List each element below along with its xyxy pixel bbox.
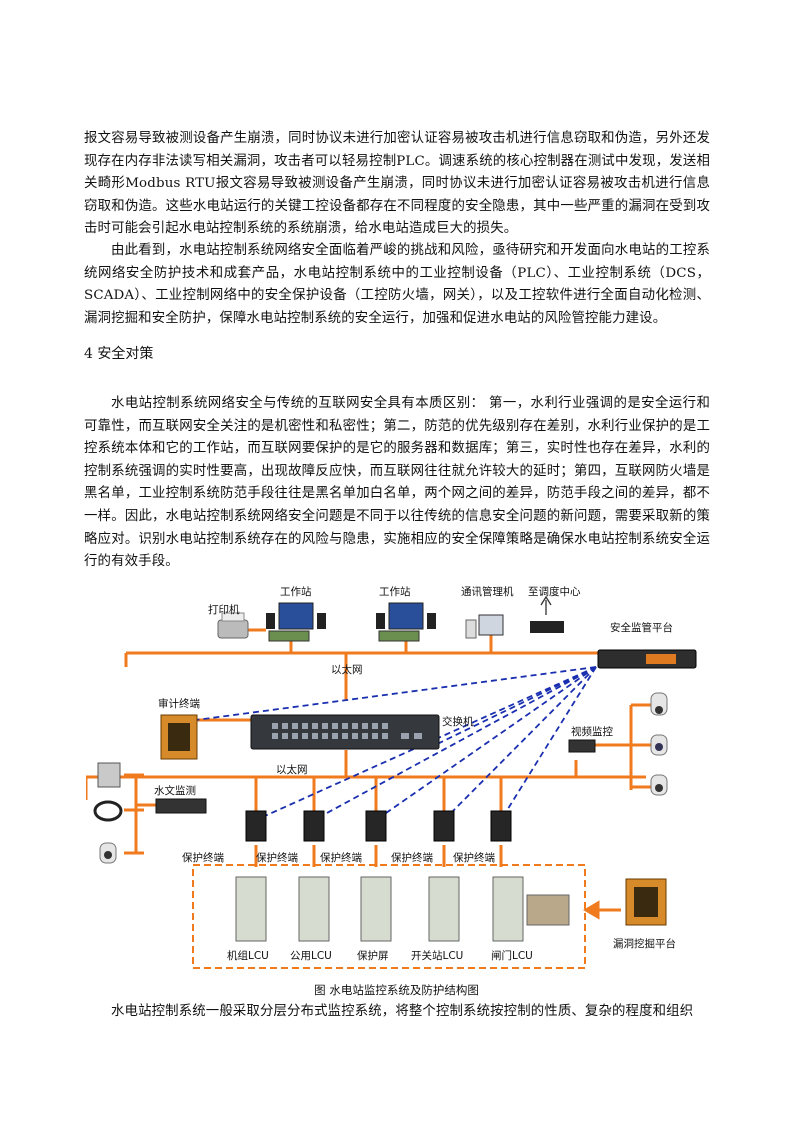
hydro-sensor-icon — [93, 800, 123, 822]
vuln-platform-icon — [625, 878, 667, 926]
label-video-monitor: 视频监控 — [571, 725, 613, 738]
cabinet-icon — [235, 876, 267, 942]
protect-terminal-icon — [365, 810, 387, 842]
protect-terminal-icon — [303, 810, 325, 842]
camera-icon — [650, 774, 668, 796]
label-protect-terminal: 保护终端 — [256, 851, 298, 864]
video-switch-icon — [568, 739, 596, 753]
protect-terminal-icon — [490, 810, 512, 842]
vuln-arrow — [583, 900, 621, 920]
label-workstation-1: 工作站 — [280, 585, 312, 598]
protect-terminal-icon — [433, 810, 455, 842]
label-hydro-monitor: 水文监测 — [154, 784, 196, 797]
cabinet-icon — [298, 876, 330, 942]
network-diagram: 工作站 工作站 打印机 通讯管理机 至调度中心 安全监管平台 以太网 审计终端 … — [86, 585, 697, 969]
lcu-zone — [192, 864, 586, 969]
label-protect-terminal: 保护终端 — [182, 851, 224, 864]
label-ethernet-top: 以太网 — [331, 663, 363, 676]
switch-icon — [250, 714, 440, 750]
label-cabinet: 机组LCU — [227, 949, 269, 962]
cabinet-icon — [360, 876, 392, 942]
hydro-sensor-icon — [97, 762, 121, 788]
label-to-dispatch: 至调度中心 — [528, 585, 581, 598]
paragraph-4: 水电站控制系统一般采取分层分布式监控系统，将整个控制系统按控制的性质、复杂的程度… — [111, 1004, 694, 1019]
label-audit-terminal: 审计终端 — [158, 697, 200, 710]
printer-icon — [217, 612, 249, 639]
label-switch: 交换机 — [442, 715, 474, 728]
figure-caption: 图 水电站监控系统及防护结构图 — [314, 983, 479, 997]
label-vuln-platform: 漏洞挖掘平台 — [613, 937, 676, 950]
paragraph-3: 水电站控制系统网络安全与传统的互联网安全具有本质区别： 第一，水利行业强调的是安… — [84, 396, 710, 570]
paragraph-2: 由此看到，水电站控制系统网络安全面临着严峻的挑战和风险，亟待研究和开发面向水电站… — [84, 243, 710, 326]
protect-terminal-icon — [245, 810, 267, 842]
label-cabinet: 开关站LCU — [411, 949, 463, 962]
label-protect-terminal: 保护终端 — [453, 851, 495, 864]
security-links — [195, 666, 597, 821]
label-comm-manager: 通讯管理机 — [461, 585, 514, 598]
label-cabinet: 保护屏 — [357, 949, 389, 962]
workstation-icon — [266, 602, 326, 642]
hydro-switch-icon — [155, 798, 207, 814]
section-heading: 4 安全对策 — [84, 346, 154, 362]
audit-terminal-icon — [160, 714, 198, 760]
dispatch-arrow — [540, 595, 552, 615]
camera-icon — [650, 692, 668, 716]
label-printer: 打印机 — [208, 603, 240, 616]
camera-icon — [650, 734, 668, 756]
label-workstation-2: 工作站 — [379, 585, 411, 598]
label-cabinet: 公用LCU — [290, 950, 332, 962]
cabinet-icon — [492, 876, 524, 942]
gate-photo-icon — [526, 894, 570, 926]
camera-icon — [99, 842, 117, 864]
paragraph-1: 报文容易导致被测设备产生崩溃，同时协议未进行加密认证容易被攻击机进行信息窃取和伪… — [84, 131, 710, 237]
label-ethernet-bottom: 以太网 — [276, 763, 308, 776]
label-cabinet: 闸门LCU — [491, 949, 533, 962]
cabinet-icon — [428, 876, 460, 942]
security-platform-icon — [597, 649, 697, 669]
label-security-platform: 安全监管平台 — [610, 621, 673, 634]
label-protect-terminal: 保护终端 — [320, 851, 362, 864]
comm-manager-icon — [465, 614, 564, 639]
label-protect-terminal: 保护终端 — [391, 851, 433, 864]
workstation-icon — [376, 602, 436, 642]
